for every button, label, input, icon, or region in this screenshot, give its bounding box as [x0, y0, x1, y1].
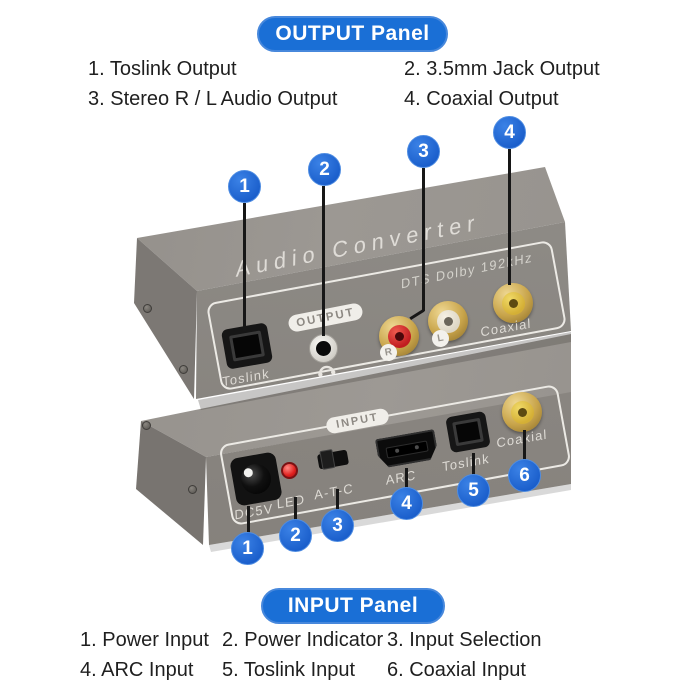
coaxial-input-port	[502, 392, 542, 432]
callout-circle-output-1: 1	[228, 170, 261, 203]
callout-circle-input-3: 3	[321, 509, 354, 542]
headphone-icon	[318, 365, 336, 377]
output-panel-badge: OUTPUT Panel	[257, 16, 448, 52]
callout-line-input-6	[523, 430, 526, 460]
callout-circle-input-5: 5	[457, 474, 490, 507]
screw-icon	[179, 365, 188, 374]
callout-line-output-2	[322, 186, 325, 336]
callout-line-input-5	[472, 453, 475, 475]
callout-line-input-4	[405, 468, 408, 488]
legend-arc-input: 4. ARC Input	[80, 659, 194, 681]
led-indicator	[281, 462, 298, 479]
screw-icon	[188, 485, 197, 494]
legend-toslink-input: 5. Toslink Input	[222, 659, 356, 681]
screw-icon	[142, 421, 151, 430]
callout-circle-output-4: 4	[493, 116, 526, 149]
callout-line-output-3	[422, 168, 425, 311]
headphone-jack-port	[309, 334, 338, 363]
legend-input-selection: 3. Input Selection	[387, 629, 542, 651]
legend-coaxial-output: 4. Coaxial Output	[404, 88, 559, 110]
callout-circle-output-3: 3	[407, 135, 440, 168]
legend-toslink-output: 1. Toslink Output	[88, 58, 237, 80]
callout-circle-input-4: 4	[390, 487, 423, 520]
callout-line-input-1	[247, 506, 250, 534]
legend-jack-output: 2. 3.5mm Jack Output	[404, 58, 600, 80]
legend-power-input: 1. Power Input	[80, 629, 209, 651]
toslink-output-port	[220, 322, 274, 370]
callout-line-output-4	[508, 149, 511, 285]
callout-circle-input-2: 2	[279, 519, 312, 552]
callout-line-input-2	[294, 497, 297, 520]
callout-circle-input-6: 6	[508, 459, 541, 492]
legend-coaxial-input: 6. Coaxial Input	[387, 659, 526, 681]
callout-line-output-1	[243, 203, 246, 331]
coaxial-output-port	[493, 283, 533, 323]
legend-stereo-output: 3. Stereo R / L Audio Output	[88, 88, 338, 110]
input-panel-badge: INPUT Panel	[261, 588, 445, 624]
callout-circle-output-2: 2	[308, 153, 341, 186]
callout-line-input-3	[336, 489, 339, 510]
legend-power-indicator: 2. Power Indicator	[222, 629, 384, 651]
callout-circle-input-1: 1	[231, 532, 264, 565]
screw-icon	[143, 304, 152, 313]
